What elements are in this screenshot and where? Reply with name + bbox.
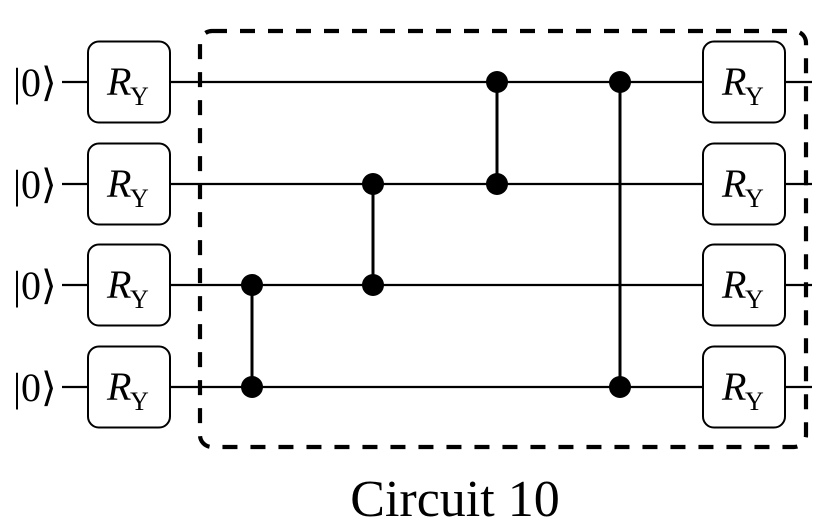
gate-label-subscript-y: Y	[130, 184, 149, 213]
cz-control-dot-col1-qubit2[interactable]	[241, 274, 263, 296]
gate-label-r: R	[106, 161, 131, 206]
cz-control-dot-col2-qubit1[interactable]	[362, 173, 384, 195]
gate-label-r: R	[721, 364, 746, 409]
cz-control-dot-col2-qubit2[interactable]	[362, 274, 384, 296]
input-ry-gate-qubit-2[interactable]: R Y	[87, 243, 171, 327]
initial-state-labels: |0⟩ |0⟩ |0⟩ |0⟩	[13, 60, 57, 410]
cz-control-dot-col3-qubit0[interactable]	[486, 71, 508, 93]
cz-gate-col-2[interactable]	[362, 173, 384, 296]
gate-label-subscript-y: Y	[130, 285, 149, 314]
cz-gate-col-3[interactable]	[486, 71, 508, 195]
output-ry-gate-qubit-1[interactable]: R Y	[702, 142, 786, 226]
gate-label-subscript-y: Y	[745, 82, 764, 111]
output-ry-gate-qubit-2[interactable]: R Y	[702, 243, 786, 327]
cz-gate-col-1[interactable]	[241, 274, 263, 398]
entangling-block-dashed-border	[197, 28, 809, 450]
gate-box[interactable]	[702, 243, 786, 327]
cz-control-dot-col4-qubit3[interactable]	[609, 376, 631, 398]
ket-label-qubit-0: |0⟩	[13, 60, 57, 105]
gate-label-r: R	[721, 161, 746, 206]
gate-label-subscript-y: Y	[745, 184, 764, 213]
gate-label-r: R	[721, 262, 746, 307]
gate-box[interactable]	[87, 40, 171, 124]
gate-label-subscript-y: Y	[130, 387, 149, 416]
gate-label-r: R	[106, 59, 131, 104]
gate-label-subscript-y: Y	[745, 285, 764, 314]
output-ry-gate-qubit-3[interactable]: R Y	[702, 345, 786, 429]
gate-box[interactable]	[87, 142, 171, 226]
cz-control-dot-col4-qubit0[interactable]	[609, 71, 631, 93]
gate-label-r: R	[106, 364, 131, 409]
gate-label-subscript-y: Y	[130, 82, 149, 111]
input-ry-gate-qubit-1[interactable]: R Y	[87, 142, 171, 226]
ket-label-qubit-3: |0⟩	[13, 365, 57, 410]
qubit-wires	[62, 80, 812, 389]
gate-box[interactable]	[87, 243, 171, 327]
input-ry-gate-qubit-0[interactable]: R Y	[87, 40, 171, 124]
gate-label-r: R	[106, 262, 131, 307]
gate-box[interactable]	[702, 345, 786, 429]
ket-label-qubit-2: |0⟩	[13, 263, 57, 308]
gate-box[interactable]	[702, 142, 786, 226]
ket-label-qubit-1: |0⟩	[13, 162, 57, 207]
gate-box[interactable]	[702, 40, 786, 124]
cz-control-dot-col1-qubit3[interactable]	[241, 376, 263, 398]
gate-box[interactable]	[87, 345, 171, 429]
cz-gate-col-4[interactable]	[609, 71, 631, 398]
input-ry-gate-qubit-3[interactable]: R Y	[87, 345, 171, 429]
figure-caption: Circuit 10	[350, 471, 559, 528]
output-ry-gate-qubit-0[interactable]: R Y	[702, 40, 786, 124]
gate-label-subscript-y: Y	[745, 387, 764, 416]
gate-label-r: R	[721, 59, 746, 104]
cz-control-dot-col3-qubit1[interactable]	[486, 173, 508, 195]
